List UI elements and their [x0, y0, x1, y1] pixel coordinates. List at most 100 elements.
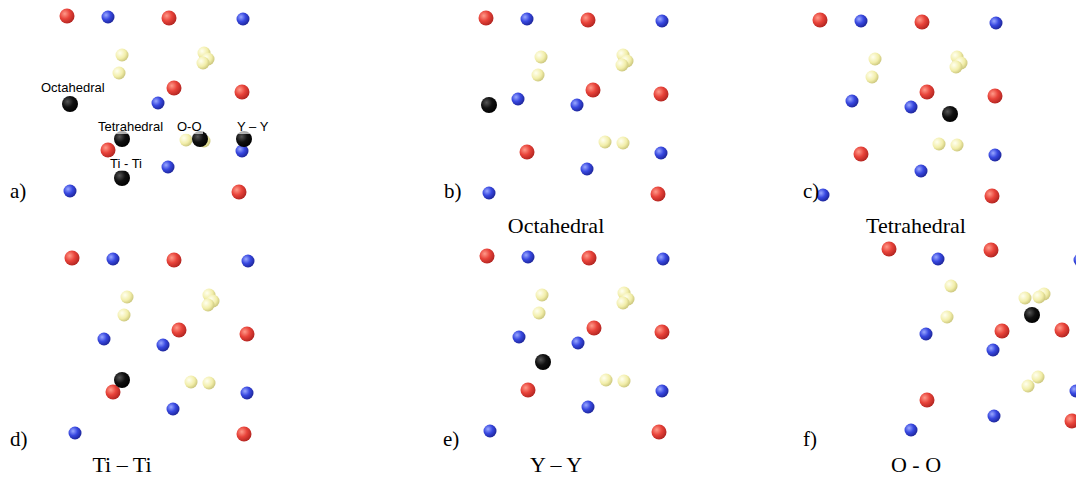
atom — [942, 106, 958, 122]
atom — [1019, 292, 1032, 305]
atom — [855, 15, 868, 28]
atom — [657, 253, 670, 266]
site-label: Tetrahedral — [97, 120, 164, 134]
atom — [483, 187, 496, 200]
atom — [512, 93, 525, 106]
atom — [905, 101, 918, 114]
atom — [651, 187, 666, 202]
atom — [950, 61, 963, 74]
atom — [915, 15, 930, 30]
atom — [69, 427, 82, 440]
panel-letter: e) — [443, 428, 459, 451]
atom — [920, 328, 933, 341]
atom — [905, 424, 918, 437]
panel-letter: a) — [10, 180, 26, 203]
atom — [1022, 380, 1035, 393]
atom — [116, 49, 129, 62]
panel-letter: d) — [10, 428, 28, 451]
panel-caption: Y – Y — [530, 453, 582, 477]
atom — [521, 13, 534, 26]
atom — [988, 410, 1001, 423]
atom — [995, 324, 1010, 339]
atom — [114, 372, 130, 388]
atom — [1024, 307, 1040, 323]
atom — [985, 189, 1000, 204]
atom — [581, 13, 596, 28]
atom — [237, 13, 250, 26]
atom — [203, 377, 216, 390]
atom — [587, 321, 602, 336]
atom — [990, 17, 1003, 30]
atom — [920, 85, 935, 100]
atom — [167, 403, 180, 416]
atom — [114, 170, 130, 186]
atom — [571, 99, 584, 112]
atom — [522, 251, 535, 264]
atom — [172, 323, 187, 338]
atom — [656, 385, 669, 398]
atom — [989, 149, 1002, 162]
site-label: Y – Y — [236, 120, 269, 134]
atom — [586, 83, 601, 98]
atom — [1074, 254, 1076, 267]
atom — [1055, 323, 1070, 338]
atom — [536, 289, 549, 302]
atom — [915, 165, 928, 178]
atom — [1065, 414, 1076, 429]
atom — [535, 51, 548, 64]
atom — [202, 299, 215, 312]
atom — [572, 337, 585, 350]
atom — [846, 95, 859, 108]
atom — [599, 136, 612, 149]
atom — [854, 147, 869, 162]
atom — [60, 9, 75, 24]
atom — [513, 331, 526, 344]
atom — [241, 387, 254, 400]
atom — [616, 59, 629, 72]
site-label: Ti - Ti — [109, 157, 143, 171]
atom — [987, 344, 1000, 357]
atom — [656, 15, 669, 28]
panel-caption: Octahedral — [508, 214, 605, 238]
atom — [654, 87, 669, 102]
atom — [101, 143, 116, 158]
atom — [581, 163, 594, 176]
atom — [866, 71, 879, 84]
atom — [167, 253, 182, 268]
atom — [813, 13, 828, 28]
atom — [235, 85, 250, 100]
atom — [582, 251, 597, 266]
panel-caption: Tetrahedral — [866, 214, 966, 238]
atom — [197, 57, 210, 70]
atom — [988, 89, 1003, 104]
atom — [617, 297, 630, 310]
atom — [118, 309, 131, 322]
atom — [945, 280, 958, 293]
atom — [1070, 385, 1076, 398]
atom — [240, 327, 255, 342]
atom — [65, 251, 80, 266]
atom — [113, 67, 126, 80]
panel-letter: b) — [444, 180, 462, 203]
atom — [655, 147, 668, 160]
atom — [185, 376, 198, 389]
atom — [882, 242, 897, 257]
atom — [1033, 291, 1046, 304]
atom — [162, 161, 175, 174]
atom — [600, 374, 613, 387]
atom — [102, 11, 115, 24]
atom — [237, 427, 252, 442]
atom — [157, 339, 170, 352]
atom — [167, 81, 182, 96]
atom — [582, 401, 595, 414]
atom — [121, 291, 134, 304]
atom — [521, 383, 536, 398]
atom — [232, 185, 247, 200]
atom — [107, 253, 120, 266]
atom — [62, 96, 78, 112]
site-label: Octahedral — [40, 81, 106, 95]
atom — [1032, 371, 1045, 384]
atom — [98, 333, 111, 346]
atom — [869, 53, 882, 66]
